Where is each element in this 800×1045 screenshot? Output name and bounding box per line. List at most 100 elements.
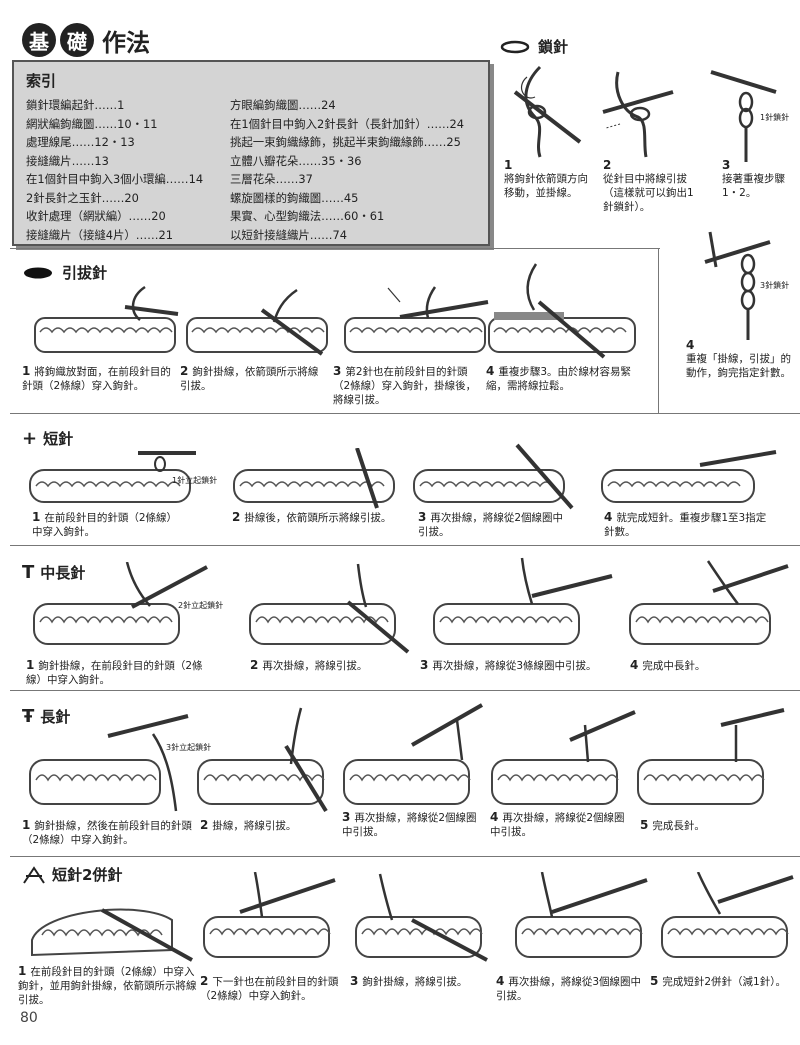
step-number: 4 [604, 510, 613, 524]
step-number: 5 [640, 818, 649, 832]
dc-label: 3針立起鎖針 [166, 743, 212, 752]
step-text: 完成長針。 [652, 820, 705, 832]
index-item: 收針處理（網狀編）……20 [26, 209, 166, 223]
hdc-section-title: T 中長針 [22, 562, 85, 583]
index-left-column: 鎖針環編起針……1 網狀編鉤織圖……10・11 處理線尾……12・13 接縫織片… [26, 96, 203, 244]
step-text: 鉤針掛線，然後在前段針目的針頭（2條線）中穿入鉤針。 [22, 820, 192, 846]
divider-line [10, 856, 800, 857]
index-item: 方眼編鉤織圖……24 [230, 98, 336, 112]
step-number: 1 [18, 964, 27, 978]
dc-title-text: 長針 [40, 708, 71, 726]
step-text: 重複步驟3。由於線材容易緊縮，需將線拉鬆。 [486, 366, 632, 392]
step-text: 鉤針掛線，在前段針目的針頭（2條線）中穿入鉤針。 [26, 660, 203, 686]
step-number: 3 [350, 974, 359, 988]
step-text: 完成短針2併針（減1針）。 [662, 976, 786, 988]
index-title: 索引 [26, 72, 57, 90]
step-number: 4 [630, 658, 639, 672]
chain-step2-illustration [602, 71, 674, 158]
step-number: 1 [22, 364, 31, 378]
step-number: 2 [200, 974, 209, 988]
index-item: 鎖針環編起針……1 [26, 98, 125, 112]
sc2tog-step3-illustration [355, 873, 488, 962]
step-text: 就完成短針。重複步驟1至3指定針數。 [604, 512, 767, 538]
step-number: 5 [650, 974, 659, 988]
hdc-step3-illustration [433, 557, 613, 645]
step-text: 再次掛線，將線從3條線圈中引拔。 [432, 660, 597, 672]
step-number: 3 [342, 810, 351, 824]
sc-label: 1針立起鎖針 [172, 476, 218, 485]
step-number: 1 [22, 818, 31, 832]
step-text: 再次掛線，將線從3個線圈中引拔。 [496, 976, 642, 1002]
hdc-step2-illustration [249, 563, 410, 654]
step-number: 4 [486, 364, 495, 378]
sc2tog-symbol-icon [23, 865, 45, 884]
chain-step-4: 4 重複「掛線，引拔」的動作，鉤完指定針數。 [686, 338, 796, 380]
slip-step1-illustration [34, 285, 179, 353]
slip-title-text: 引拔針 [62, 264, 108, 282]
chain-step1-illustration [513, 65, 582, 158]
index-item: 以短針接縫織片……74 [230, 227, 348, 242]
index-item: 果實、心型鉤織法……60・61 [230, 209, 385, 223]
index-item: 接縫織片（接縫4片）……21 [26, 227, 174, 242]
step-text: 鉤針掛線，依箭頭所示將線引拔。 [180, 366, 319, 392]
page-number: 80 [20, 1010, 38, 1026]
chain-label-1: 1針鎖針 [760, 113, 790, 122]
index-right-column: 方眼編鉤織圖……24 在1個針目中鉤入2針長針（長針加針）……24 挑起一束鉤織… [230, 96, 464, 244]
chain-step3-illustration [710, 70, 777, 162]
slip-step3-illustration [344, 286, 489, 353]
divider-line [10, 690, 800, 691]
step-text: 重複「掛線，引拔」的動作，鉤完指定針數。 [686, 353, 791, 379]
slip-symbol-icon [24, 267, 52, 278]
dc-step3-illustration [343, 703, 483, 805]
step-number: 3 [333, 364, 342, 378]
index-item: 在1個針目中鉤入2針長針（長針加針）……24 [230, 116, 465, 131]
step-number: 4 [496, 974, 505, 988]
index-item: 2針長針之玉針……20 [26, 190, 139, 205]
step-number: 1 [504, 158, 513, 172]
step-number: 2 [200, 818, 209, 832]
slip-section-title: 引拔針 [22, 262, 107, 283]
step-number: 2 [603, 158, 612, 172]
sc2tog-step1-illustration [31, 908, 193, 962]
step-number: 4 [490, 810, 499, 824]
chain-section-title: 鎖針 [500, 36, 568, 57]
hdc-title-text: 中長針 [40, 564, 86, 582]
chain-step-3: 3 接著重複步驟1・2。 [722, 158, 798, 200]
dc-step2-illustration [197, 707, 328, 813]
index-item: 網狀編鉤織圖……10・11 [26, 116, 158, 131]
index-item: 處理線尾……12・13 [26, 135, 135, 149]
divider-line-vertical [658, 248, 659, 413]
page-title: 作法 [102, 28, 150, 57]
step-text: 再次掛線，將線從2個線圈中引拔。 [418, 512, 564, 538]
header-circle-1: 基 [22, 23, 56, 57]
chain-label-3: 3針鎖針 [760, 281, 790, 290]
step-number: 4 [686, 338, 695, 352]
step-text: 掛線，將線引拔。 [212, 820, 297, 832]
step-text: 下一針也在前段針目的針頭（2條線）中穿入鉤針。 [200, 976, 339, 1002]
sc-step3-illustration [413, 443, 574, 510]
step-number: 3 [420, 658, 429, 672]
step-text: 將鉤針依箭頭方向移動，並掛線。 [504, 173, 588, 199]
step-text: 在前段針目的針頭（2條線）中穿入鉤針。 [32, 512, 178, 538]
step-text: 接著重複步驟1・2。 [722, 173, 785, 199]
step-number: 1 [26, 658, 35, 672]
divider-line [10, 545, 800, 546]
step-number: 2 [232, 510, 241, 524]
hdc-step1-illustration [33, 562, 208, 645]
sc-title-text: 短針 [43, 430, 74, 448]
step-number: 3 [722, 158, 731, 172]
step-number: 2 [180, 364, 189, 378]
index-item: 螺旋圖樣的鉤織圖……45 [230, 190, 359, 205]
